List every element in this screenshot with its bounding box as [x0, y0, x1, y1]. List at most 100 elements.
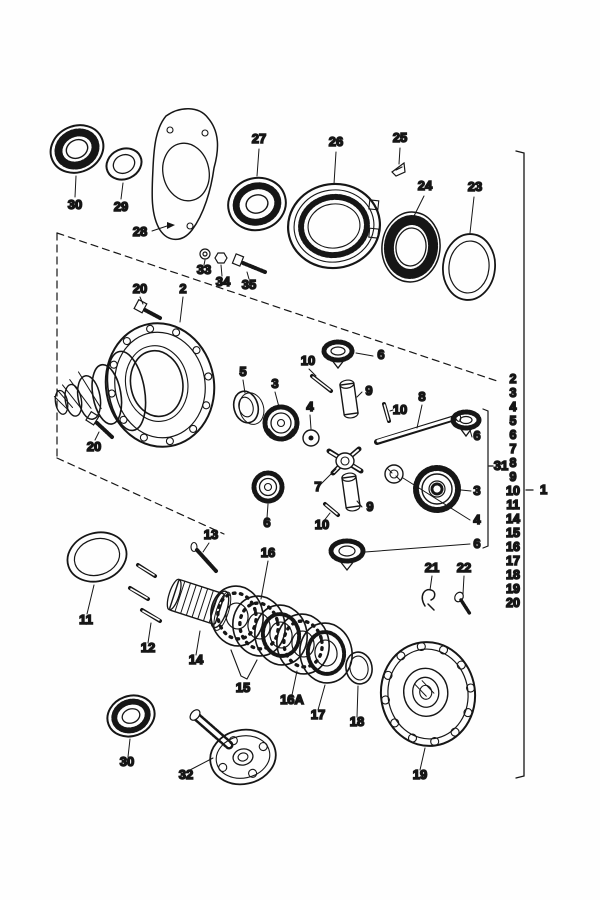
ring-11 — [66, 531, 128, 583]
bearing-27 — [227, 176, 287, 232]
bolt-20-left — [85, 410, 114, 439]
spider-cross-7 — [326, 446, 364, 476]
bracket-sub-label: 31 — [494, 458, 508, 473]
side-gear-3-left — [262, 404, 300, 442]
pin-10-bottom — [323, 502, 340, 517]
callout-label-30: 30 — [68, 197, 82, 212]
callout-label-9: 9 — [365, 383, 372, 398]
legend-item-16: 16 — [506, 540, 520, 554]
snap-ring-18 — [345, 651, 373, 685]
callout-label-6: 6 — [473, 536, 480, 551]
bracket-main-label: 1 — [540, 482, 547, 497]
bevel-gear-6-bottom — [328, 538, 366, 572]
callout-label-33: 33 — [197, 262, 211, 277]
splined-hub-14 — [166, 578, 232, 631]
callout-label-7: 7 — [314, 479, 321, 494]
legend-item-10: 10 — [506, 484, 520, 498]
callout-label-19: 19 — [413, 767, 427, 782]
callout-label-30: 30 — [120, 754, 134, 769]
differential-housing-2 — [53, 322, 216, 448]
bolt-13 — [190, 541, 218, 573]
callout-label-5: 5 — [239, 364, 246, 379]
callout-label-18: 18 — [350, 714, 364, 729]
callout-label-35: 35 — [242, 277, 256, 292]
callout-label-28: 28 — [133, 224, 147, 239]
callout-label-9: 9 — [366, 499, 373, 514]
nut-34 — [214, 252, 228, 264]
callout-label-11: 11 — [79, 612, 93, 627]
legend-item-4: 4 — [510, 400, 517, 414]
callout-label-10: 10 — [315, 517, 329, 532]
bevel-gear-6-top — [321, 339, 355, 370]
callout-label-6: 6 — [473, 428, 480, 443]
callout-label-32: 32 — [179, 767, 193, 782]
side-cover-flange-19 — [379, 641, 477, 747]
callout-label-2: 2 — [179, 281, 186, 296]
bolt-20-top — [133, 298, 162, 320]
ring-gear-3-right — [413, 465, 461, 513]
callout-label-15: 15 — [236, 680, 250, 695]
sleeve-9-top — [339, 379, 359, 419]
legend-item-5: 5 — [510, 414, 517, 428]
callout-label-16A: 16A — [280, 692, 304, 707]
callout-label-13: 13 — [204, 527, 218, 542]
callout-label-20: 20 — [87, 439, 101, 454]
serrated-washer-24 — [381, 211, 441, 283]
callout-label-14: 14 — [189, 652, 204, 667]
callout-label-6: 6 — [263, 515, 270, 530]
bearing-30-bottom — [106, 694, 156, 738]
thrust-washer-4 — [302, 429, 320, 447]
pin-10-right — [382, 402, 391, 423]
legend-item-17: 17 — [506, 554, 520, 568]
seal-ring-29 — [105, 147, 143, 181]
callout-label-22: 22 — [457, 560, 471, 575]
sleeve-9-bottom — [341, 472, 361, 512]
legend-item-11: 11 — [506, 498, 519, 512]
legend-item-18: 18 — [506, 568, 520, 582]
callout-label-27: 27 — [252, 131, 266, 146]
clutch-plate-16-a — [210, 585, 264, 647]
clip-21 — [421, 588, 436, 611]
callout-label-4: 4 — [306, 399, 314, 414]
callout-label-10: 10 — [301, 353, 315, 368]
output-shaft-flange-32 — [189, 709, 277, 786]
legend-item-2: 2 — [510, 372, 517, 386]
callout-label-24: 24 — [418, 178, 433, 193]
legend-item-15: 15 — [506, 526, 520, 540]
group-bracket-main — [515, 150, 534, 779]
callout-label-3: 3 — [271, 376, 278, 391]
bevel-gear-6-right — [450, 409, 482, 438]
bracket-15 — [230, 649, 258, 680]
clutch-housing-ring-26 — [286, 182, 382, 270]
sun-gear-6-mid — [251, 470, 285, 504]
legend-item-6: 6 — [510, 428, 517, 442]
callout-label-20: 20 — [133, 281, 147, 296]
thrust-washer-4-right — [384, 464, 404, 484]
legend-item-8: 8 — [510, 456, 517, 470]
bushing-5 — [232, 390, 265, 425]
cover-plate-28 — [151, 108, 219, 241]
washer-33 — [199, 248, 211, 260]
callout-label-23: 23 — [468, 179, 482, 194]
callout-label-16: 16 — [261, 545, 275, 560]
pins-12 — [128, 563, 162, 623]
callout-label-17: 17 — [311, 707, 325, 722]
legend-item-19: 19 — [506, 582, 520, 596]
callout-label-34: 34 — [216, 274, 231, 289]
leader-lines — [74, 147, 475, 771]
legend-item-7: 7 — [510, 442, 517, 456]
retaining-clip-25 — [391, 161, 406, 177]
shim-ring-23 — [442, 233, 496, 301]
pin-10-top — [310, 374, 333, 393]
legend-item-3: 3 — [510, 386, 517, 400]
callout-label-26: 26 — [329, 134, 343, 149]
callout-label-6: 6 — [377, 347, 384, 362]
callout-label-4: 4 — [473, 512, 481, 527]
legend-item-14: 14 — [506, 512, 520, 526]
clutch-plate-17-b — [299, 622, 353, 684]
callout-label-29: 29 — [114, 199, 128, 214]
